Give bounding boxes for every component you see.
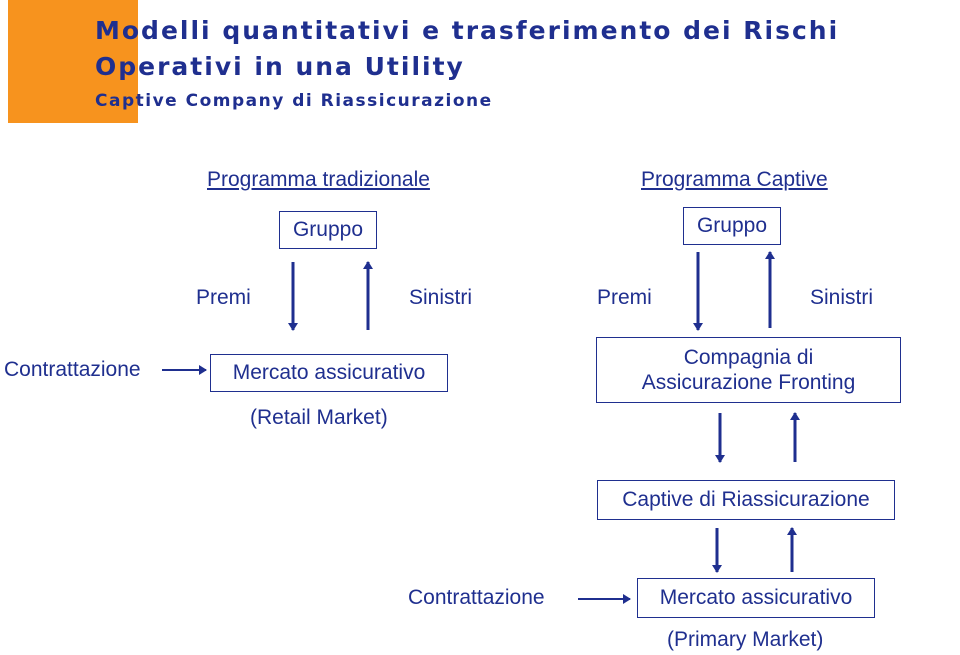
primary-market-label: (Primary Market) (667, 628, 824, 651)
captive-box: Captive di Riassicurazione (597, 480, 895, 520)
left-gruppo-box: Gruppo (279, 211, 377, 249)
right-mercato-box: Mercato assicurativo (637, 578, 875, 618)
right-heading: Programma Captive (641, 168, 828, 191)
right-contrattazione-label: Contrattazione (408, 586, 545, 609)
left-gruppo-label: Gruppo (292, 218, 364, 242)
page-title-line1: Modelli quantitativi e trasferimento dei… (95, 16, 840, 45)
left-premi-label: Premi (196, 286, 251, 309)
right-gruppo-box: Gruppo (683, 207, 781, 245)
captive-label: Captive di Riassicurazione (622, 488, 870, 512)
left-mercato-box: Mercato assicurativo (210, 354, 448, 392)
orange-accent-block (8, 0, 138, 123)
right-sinistri-label: Sinistri (810, 286, 874, 309)
left-heading: Programma tradizionale (207, 168, 430, 191)
left-sinistri-label: Sinistri (409, 286, 473, 309)
page-subtitle: Captive Company di Riassicurazione (95, 91, 493, 111)
fronting-line2: Assicurazione Fronting (641, 371, 856, 394)
left-contrattazione-label: Contrattazione (4, 358, 141, 381)
page-title-line2: Operativi in una Utility (95, 52, 465, 81)
right-premi-label: Premi (597, 286, 652, 309)
left-mercato-label: Mercato assicurativo (232, 361, 426, 385)
fronting-line1: Compagnia di (683, 345, 814, 369)
fronting-company-box: Compagnia di Assicurazione Fronting (596, 337, 901, 403)
right-mercato-label: Mercato assicurativo (659, 586, 853, 610)
right-gruppo-label: Gruppo (696, 214, 768, 238)
retail-market-label: (Retail Market) (250, 406, 388, 429)
